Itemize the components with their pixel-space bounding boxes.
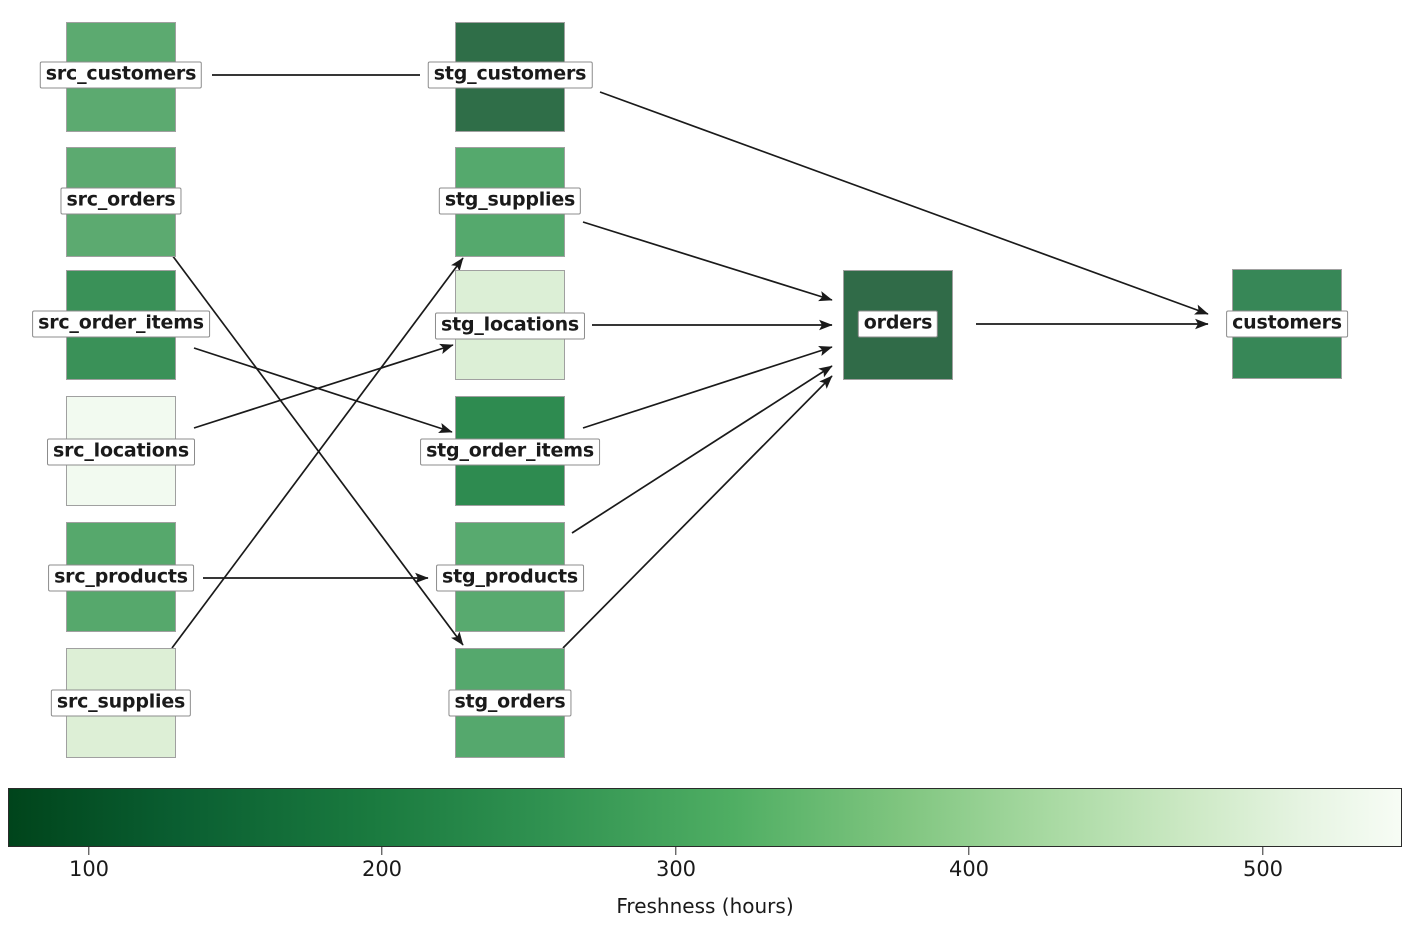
node-label-orders[interactable]: orders [857,310,939,338]
colorbar-tick-label-300: 300 [655,857,697,881]
edge-src_locations-stg_locations [193,343,454,429]
colorbar: 100 200 300 400 500 Freshness (hours) [0,780,1410,926]
node-label-src_products[interactable]: src_products [48,564,194,592]
edge-stg_orders-orders [562,375,833,649]
node-label-src_customers[interactable]: src_customers [39,61,203,89]
edge-stg_order_items-orders [582,345,833,429]
colorbar-tick-mark-400 [968,847,970,855]
edge-stg_supplies-orders [582,221,833,302]
node-label-src_orders[interactable]: src_orders [60,187,182,215]
colorbar-tick-mark-200 [381,847,383,855]
node-label-src_supplies[interactable]: src_supplies [50,689,192,717]
colorbar-tick-label-200: 200 [361,857,403,881]
colorbar-axis-label: Freshness (hours) [616,894,794,918]
colorbar-tick-label-400: 400 [948,857,990,881]
edge-src_order_items-stg_order_items [193,347,453,434]
node-label-stg_locations[interactable]: stg_locations [434,312,586,340]
colorbar-tick-mark-300 [675,847,677,855]
node-label-src_locations[interactable]: src_locations [47,438,195,466]
colorbar-tick-mark-500 [1262,847,1264,855]
colorbar-tick-label-500: 500 [1242,857,1284,881]
node-label-stg_order_items[interactable]: stg_order_items [420,438,600,466]
edge-layer [171,74,1209,649]
node-label-stg_orders[interactable]: stg_orders [448,689,572,717]
edge-stg_products-orders [571,365,833,534]
colorbar-tick-label-100: 100 [68,857,110,881]
node-label-stg_products[interactable]: stg_products [436,564,584,592]
colorbar-tick-mark-100 [88,847,90,855]
lineage-graph: src_customers src_orders src_order_items… [32,22,1348,758]
node-label-stg_supplies[interactable]: stg_supplies [438,187,582,215]
node-label-customers[interactable]: customers [1226,310,1348,338]
node-label-src_order_items[interactable]: src_order_items [32,310,210,338]
colorbar-gradient [8,788,1402,847]
colorbar-ticks: 100 200 300 400 500 [0,847,1410,887]
node-label-stg_customers[interactable]: stg_customers [427,61,593,89]
